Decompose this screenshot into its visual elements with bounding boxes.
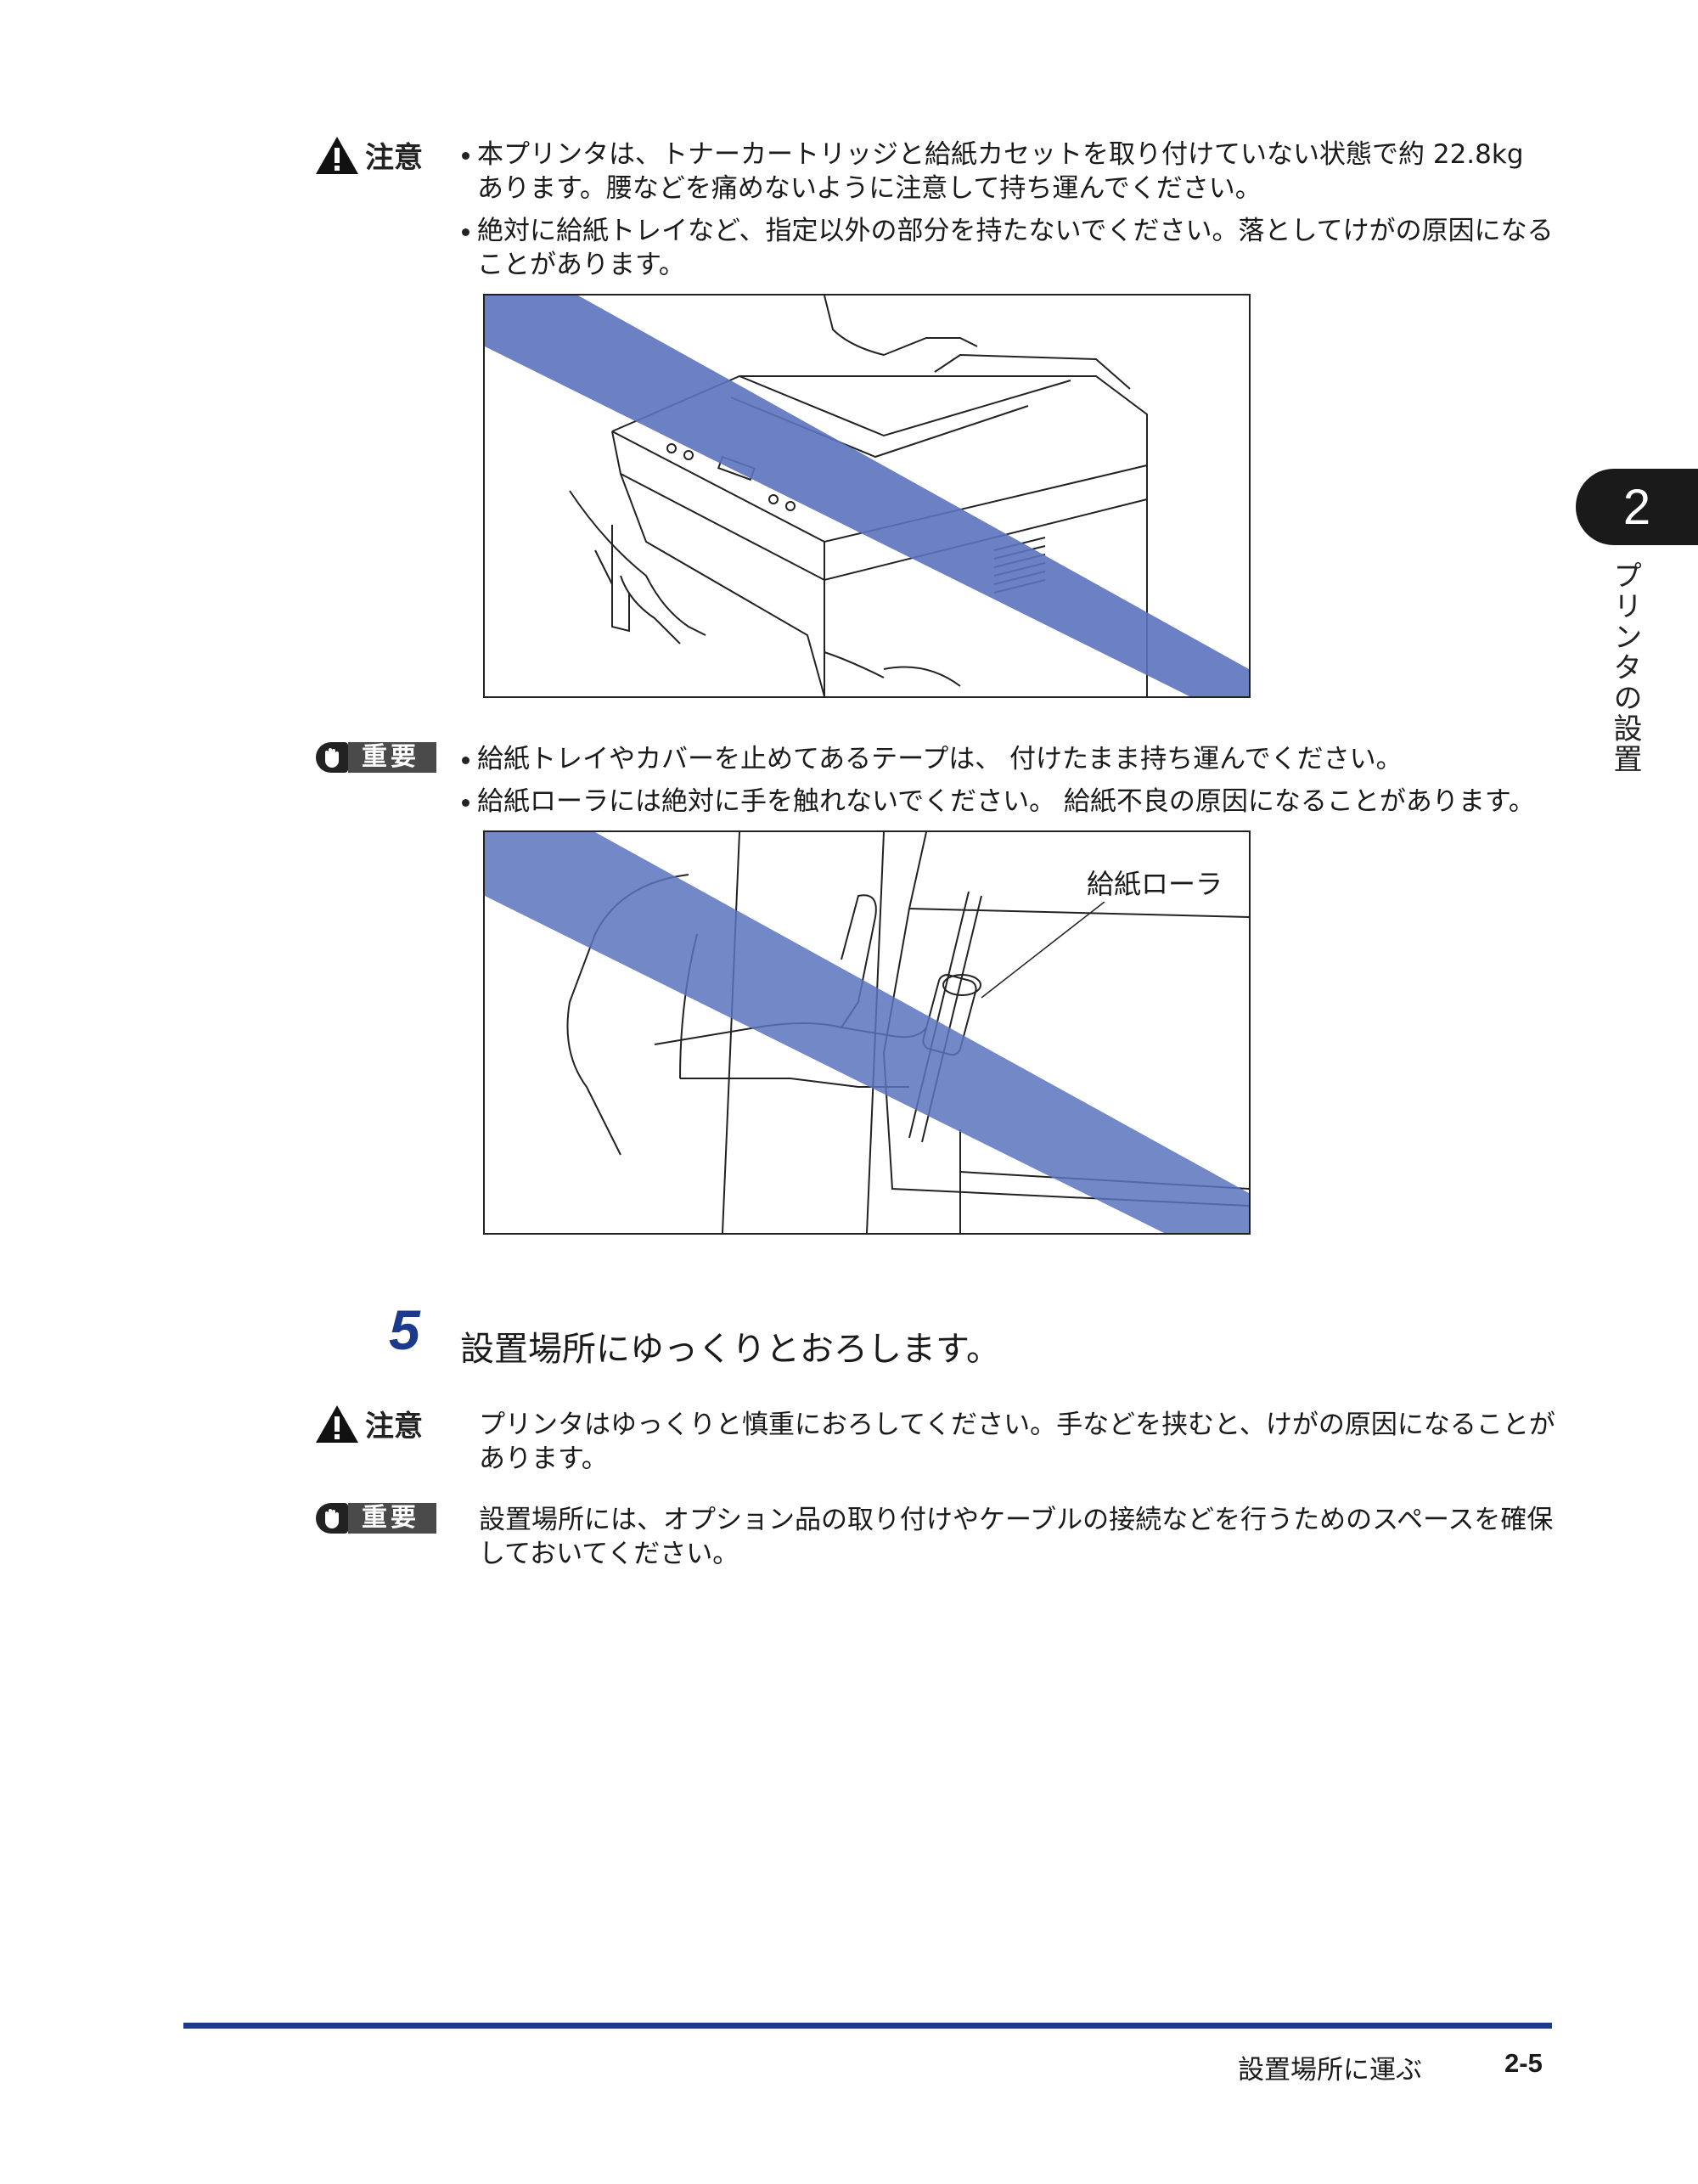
caution-text: プリンタはゆっくりと慎重におろしてください。手などを挟むと、けがの原因になること…	[479, 1410, 1555, 1474]
printer-carry-illustration	[485, 296, 1249, 696]
caution-label: 注意	[314, 134, 423, 176]
warning-icon	[316, 1404, 358, 1443]
caution-label-text: 注意	[365, 1410, 423, 1444]
important-item: 給紙トレイやカバーを止めてあるテープは、 付けたまま持ち運んでください。	[460, 742, 1564, 776]
hand-stop-icon	[316, 1503, 348, 1534]
footer-rule	[183, 2023, 1552, 2029]
feed-roller-illustration	[485, 832, 1249, 1233]
footer-section-title: 設置場所に運ぶ	[1238, 2055, 1422, 2085]
caution-list: 本プリンタは、トナーカートリッジと給紙カセットを取り付けていない状態で約 22.…	[460, 138, 1555, 290]
caution-label-text: 注意	[365, 141, 423, 175]
important-label-text: 重要	[348, 742, 436, 773]
hand-stop-icon	[316, 742, 348, 773]
important-label: 重要	[316, 742, 436, 773]
page-number: 2-5	[1504, 2048, 1543, 2078]
chapter-tab: 2	[1576, 469, 1698, 545]
step-title: 設置場所にゆっくりとおろします。	[460, 1330, 1000, 1369]
important-label: 重要	[316, 1503, 436, 1534]
callout-feed-roller: 給紙ローラ	[1083, 863, 1227, 902]
caution-item: 絶対に給紙トレイなど、指定以外の部分を持たないでください。落としてけがの原因にな…	[460, 214, 1555, 282]
important-label-text: 重要	[348, 1503, 436, 1534]
important-item: 給紙ローラには絶対に手を触れないでください。 給紙不良の原因になることがあります…	[460, 785, 1564, 819]
important-list: 給紙トレイやカバーを止めてあるテープは、 付けたまま持ち運んでください。 給紙ロ…	[460, 742, 1564, 827]
chapter-title: プリンタの設置	[1608, 560, 1642, 774]
important-text: 設置場所には、オプション品の取り付けやケーブルの接続などを行うためのスペースを確…	[479, 1505, 1554, 1569]
chapter-number: 2	[1622, 479, 1651, 535]
figure-carry-printer	[483, 294, 1251, 698]
figure-feed-roller: 給紙ローラ	[483, 830, 1251, 1235]
caution-item: 本プリンタは、トナーカートリッジと給紙カセットを取り付けていない状態で約 22.…	[460, 138, 1555, 205]
warning-icon	[316, 136, 358, 174]
caution-label: 注意	[314, 1403, 423, 1444]
step-number: 5	[389, 1298, 420, 1361]
